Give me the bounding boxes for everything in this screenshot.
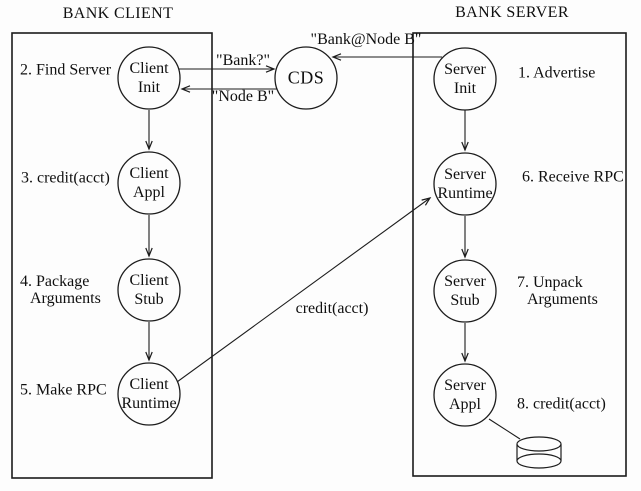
msg-rpc-call: credit(acct) [295,300,369,317]
msg-node-b-reply: "Node B" [211,88,275,105]
step-7-line2: Arguments [527,291,598,308]
step-6-receive-rpc: 6. Receive RPC [522,168,624,186]
server-stub-line2: Stub [450,292,480,309]
server-runtime-line2: Runtime [437,185,493,202]
client-init-circle [117,46,181,110]
client-appl-label: Client Appl [129,164,168,202]
bank-client-title: BANK CLIENT [62,5,174,22]
step-8-credit: 8. credit(acct) [517,395,606,413]
cds-circle [274,46,338,110]
client-init-label: Client Init [129,59,168,97]
server-stub-label: Server Stub [444,272,486,310]
client-stub-circle [117,258,181,322]
server-appl-line2: Appl [448,396,481,413]
client-appl-line1: Client [129,165,169,182]
server-runtime-circle [433,152,497,216]
step-7-line1: 7. Unpack [517,274,583,291]
bank-server-title: BANK SERVER [455,4,569,21]
bank-client-box [11,32,213,479]
step-1-advertise: 1. Advertise [518,64,596,82]
step-4-package-arguments: 4. Package Arguments [20,273,101,307]
server-init-line2: Init [453,80,477,97]
cds-label: CDS [287,67,325,88]
server-runtime-label: Server Runtime [437,165,492,203]
msg-bank-query: "Bank?" [216,52,270,69]
client-appl-line2: Appl [132,184,165,201]
server-appl-line1: Server [444,377,486,394]
server-runtime-line1: Server [444,166,486,183]
client-runtime-line2: Runtime [121,395,177,412]
server-init-label: Server Init [444,60,486,98]
step-2-find-server: 2. Find Server [20,61,112,79]
client-runtime-circle [117,362,181,426]
client-stub-line1: Client [129,272,169,289]
step-5-make-rpc: 5. Make RPC [20,381,107,399]
step-4-line1: 4. Package [20,273,90,290]
arrow-rpc-call [176,197,432,383]
server-init-line1: Server [444,61,486,78]
client-stub-line2: Stub [134,291,164,308]
server-stub-circle [433,259,497,323]
step-4-line2: Arguments [30,290,101,307]
server-init-circle [433,47,497,111]
client-appl-circle [117,151,181,215]
line-appl-to-database [488,418,521,440]
step-7-unpack-arguments: 7. Unpack Arguments [517,274,598,308]
client-stub-label: Client Stub [129,271,168,309]
client-runtime-label: Client Runtime [121,375,176,413]
server-appl-label: Server Appl [444,376,486,414]
client-runtime-line1: Client [129,376,169,393]
bank-server-box [412,32,627,477]
step-3-credit: 3. credit(acct) [21,169,110,187]
database-cylinder-icon [516,436,562,469]
server-appl-circle [433,363,497,427]
client-init-line1: Client [129,60,169,77]
msg-advertise: "Bank@Node B" [310,31,422,48]
server-stub-line1: Server [444,273,486,290]
client-init-line2: Init [137,79,161,96]
